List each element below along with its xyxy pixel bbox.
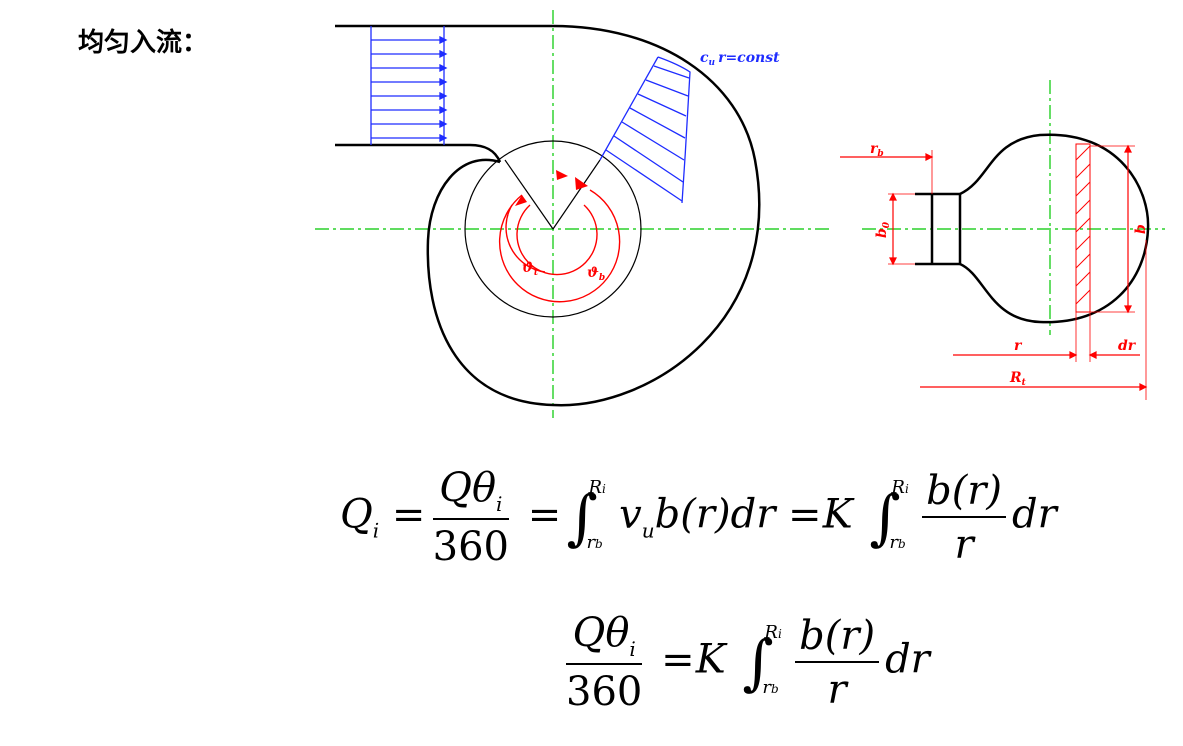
theta-b-label: ϑb [587,265,605,283]
fraction-b-over-r-2: b(r) r [795,613,880,713]
rb-label: rb [870,141,884,159]
cross-section [915,133,1150,324]
angle-lines [504,159,601,230]
hatched-strip [1075,143,1091,313]
heading: 均匀入流： [78,28,209,58]
volute-casing [426,24,761,407]
fraction-q-theta-360-2: Qθi 360 [566,610,643,715]
angle-arcs [498,189,621,303]
inlet-velocity-arrows [370,26,448,145]
b0-label: b0 [874,221,892,238]
impeller-circle [464,140,642,318]
Rt-label: Rt [1009,370,1027,388]
dr-label: dr [1118,338,1137,354]
b-label: b [1133,224,1149,234]
angle-arrows [515,170,588,206]
swirl-velocity-profile [599,56,691,204]
theta-t-label: ϑt [522,260,539,278]
r-label: r [1014,338,1023,354]
centerlines [315,10,1165,418]
dimension-lines [840,144,1148,400]
fraction-b-over-r: b(r) r [922,468,1007,568]
fraction-q-theta-360: Qθi 360 [432,465,509,570]
